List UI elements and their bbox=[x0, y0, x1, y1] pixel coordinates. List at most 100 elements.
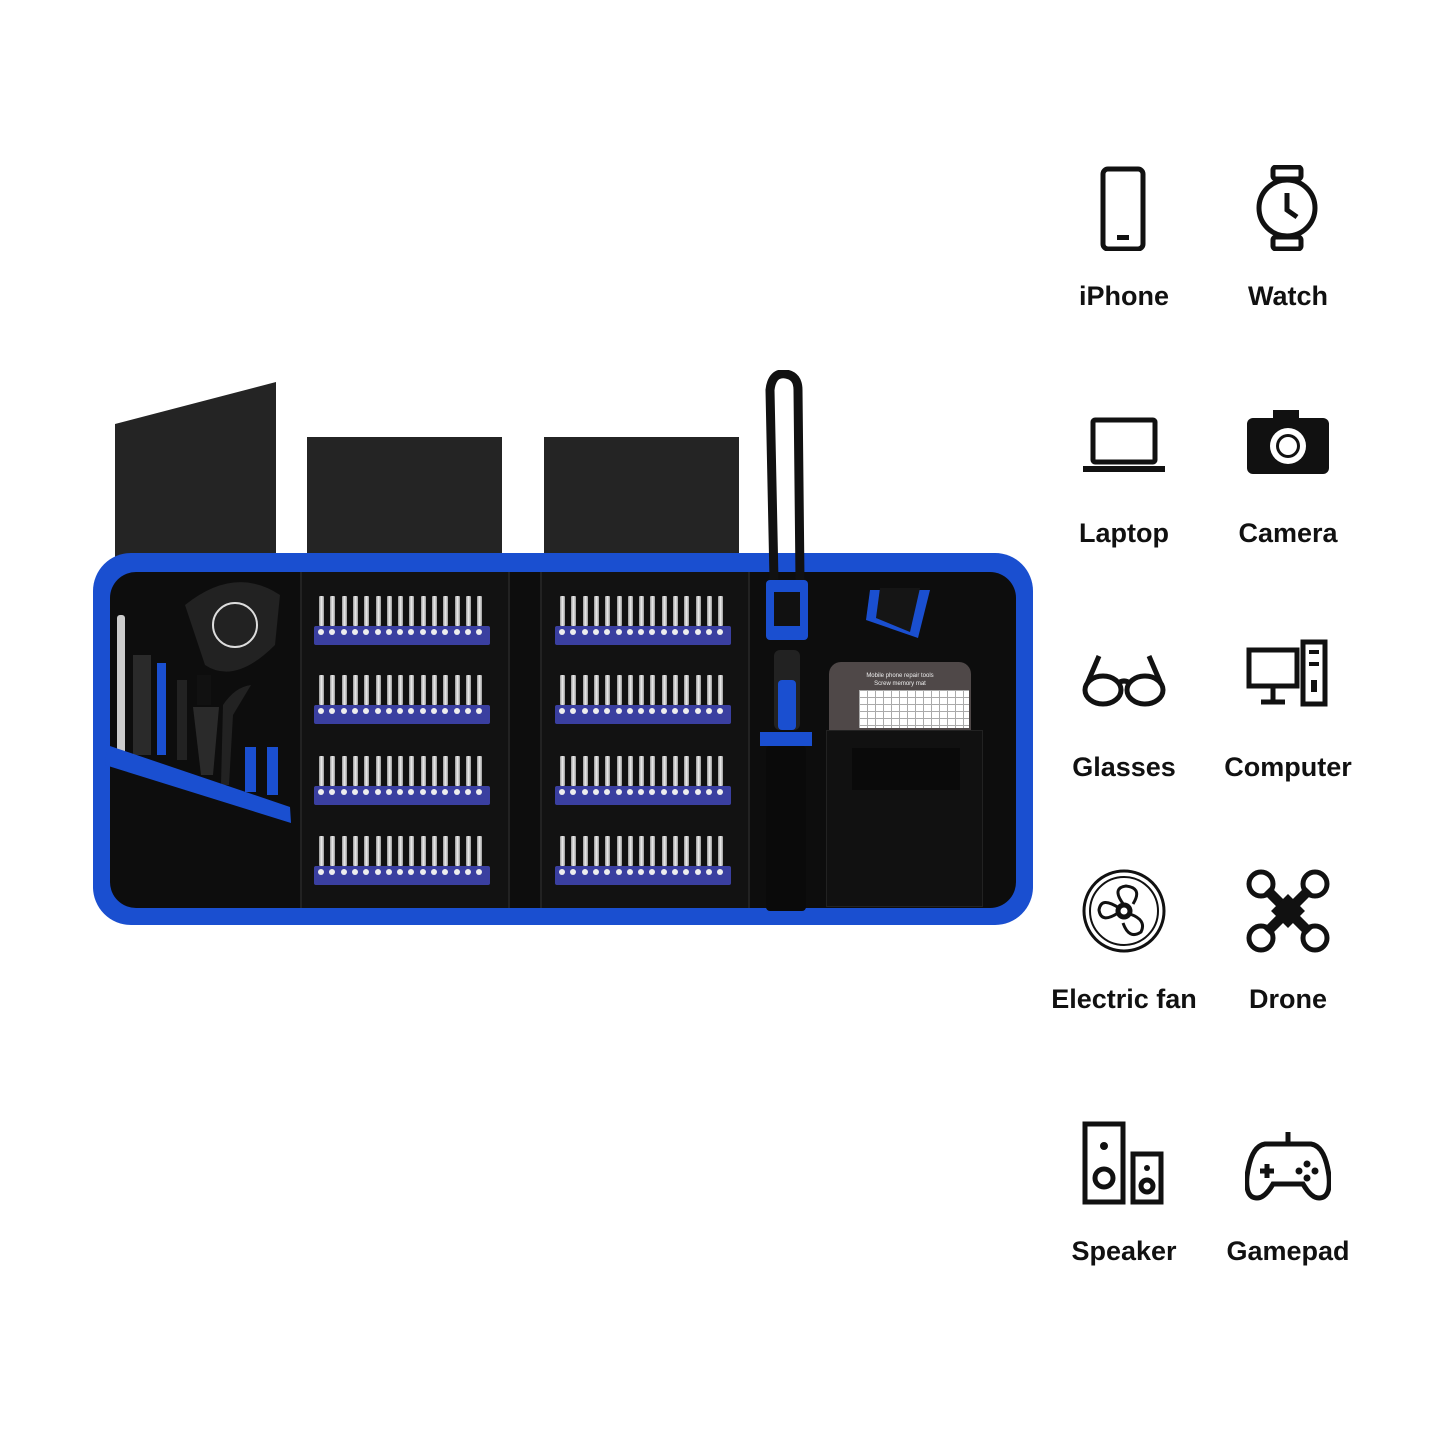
screwdriver-bit[interactable] bbox=[409, 675, 415, 705]
screwdriver-bit[interactable] bbox=[695, 756, 701, 786]
screwdriver-bit[interactable] bbox=[684, 756, 690, 786]
screwdriver-bit[interactable] bbox=[330, 756, 336, 786]
screwdriver-bit[interactable] bbox=[616, 756, 622, 786]
screwdriver-bit[interactable] bbox=[673, 756, 678, 786]
screwdriver-bit[interactable] bbox=[571, 675, 577, 705]
screwdriver-bit[interactable] bbox=[673, 675, 678, 705]
screwdriver-bit[interactable] bbox=[465, 756, 471, 786]
screwdriver-bit[interactable] bbox=[582, 675, 588, 705]
screwdriver-bit[interactable] bbox=[319, 675, 324, 705]
screwdriver-bit[interactable] bbox=[627, 756, 633, 786]
screwdriver-bit[interactable] bbox=[398, 675, 404, 705]
screwdriver-bit[interactable] bbox=[661, 756, 667, 786]
screwdriver-bit[interactable] bbox=[386, 596, 392, 626]
screwdriver-bit[interactable] bbox=[650, 836, 656, 866]
screwdriver-bit[interactable] bbox=[330, 836, 336, 866]
screwdriver-bit[interactable] bbox=[398, 836, 404, 866]
screwdriver-bit[interactable] bbox=[454, 756, 460, 786]
screwdriver-bit[interactable] bbox=[352, 836, 358, 866]
screwdriver-bit[interactable] bbox=[673, 596, 678, 626]
screwdriver-bit[interactable] bbox=[432, 675, 437, 705]
screwdriver-bit[interactable] bbox=[616, 675, 622, 705]
screwdriver-bit[interactable] bbox=[695, 675, 701, 705]
screwdriver-bit[interactable] bbox=[718, 596, 724, 626]
screwdriver-bit[interactable] bbox=[605, 836, 611, 866]
screwdriver-bit[interactable] bbox=[560, 756, 565, 786]
screwdriver-bit[interactable] bbox=[650, 756, 656, 786]
screwdriver-bit[interactable] bbox=[319, 836, 324, 866]
screwdriver-bit[interactable] bbox=[375, 836, 381, 866]
screwdriver-bit[interactable] bbox=[582, 836, 588, 866]
screwdriver-bit[interactable] bbox=[352, 756, 358, 786]
screwdriver-bit[interactable] bbox=[639, 675, 645, 705]
screwdriver-bit[interactable] bbox=[695, 836, 701, 866]
screwdriver-bit[interactable] bbox=[409, 596, 415, 626]
screwdriver-bit[interactable] bbox=[650, 675, 656, 705]
screwdriver-bit[interactable] bbox=[627, 675, 633, 705]
screwdriver-bit[interactable] bbox=[706, 675, 712, 705]
screwdriver-bit[interactable] bbox=[661, 675, 667, 705]
screwdriver-bit[interactable] bbox=[443, 596, 449, 626]
screwdriver-bit[interactable] bbox=[627, 836, 633, 866]
screwdriver-bit[interactable] bbox=[639, 836, 645, 866]
screwdriver-bit[interactable] bbox=[420, 596, 426, 626]
screwdriver-bit[interactable] bbox=[432, 756, 437, 786]
screwdriver-bit[interactable] bbox=[695, 596, 701, 626]
screwdriver-bit[interactable] bbox=[341, 756, 347, 786]
screwdriver-bit[interactable] bbox=[386, 836, 392, 866]
screwdriver-bit[interactable] bbox=[477, 756, 483, 786]
screwdriver-bit[interactable] bbox=[616, 836, 622, 866]
screwdriver-bit[interactable] bbox=[639, 756, 645, 786]
screwdriver-bit[interactable] bbox=[375, 675, 381, 705]
screwdriver-bit[interactable] bbox=[605, 675, 611, 705]
screwdriver-bit[interactable] bbox=[477, 836, 483, 866]
screwdriver-bit[interactable] bbox=[605, 756, 611, 786]
screwdriver-bit[interactable] bbox=[420, 836, 426, 866]
screwdriver-bit[interactable] bbox=[571, 596, 577, 626]
screwdriver-bit[interactable] bbox=[420, 675, 426, 705]
screwdriver-bit[interactable] bbox=[684, 836, 690, 866]
screwdriver-bit[interactable] bbox=[706, 756, 712, 786]
screwdriver-bit[interactable] bbox=[605, 596, 611, 626]
screwdriver-bit[interactable] bbox=[443, 756, 449, 786]
screwdriver-bit[interactable] bbox=[593, 756, 599, 786]
screwdriver-bit[interactable] bbox=[582, 596, 588, 626]
screwdriver-bit[interactable] bbox=[364, 756, 370, 786]
screwdriver-bit[interactable] bbox=[571, 756, 577, 786]
screwdriver-bit[interactable] bbox=[420, 756, 426, 786]
screwdriver-bit[interactable] bbox=[706, 836, 712, 866]
screwdriver-bit[interactable] bbox=[465, 596, 471, 626]
screwdriver-bit[interactable] bbox=[341, 596, 347, 626]
screwdriver-bit[interactable] bbox=[432, 596, 437, 626]
screwdriver-bit[interactable] bbox=[443, 675, 449, 705]
screwdriver-bit[interactable] bbox=[593, 836, 599, 866]
screwdriver-bit[interactable] bbox=[627, 596, 633, 626]
screwdriver-bit[interactable] bbox=[560, 836, 565, 866]
screwdriver-bit[interactable] bbox=[364, 836, 370, 866]
screwdriver-bit[interactable] bbox=[593, 675, 599, 705]
screwdriver-bit[interactable] bbox=[477, 596, 483, 626]
screwdriver-bit[interactable] bbox=[375, 596, 381, 626]
screwdriver-bit[interactable] bbox=[465, 675, 471, 705]
screwdriver-bit[interactable] bbox=[582, 756, 588, 786]
screwdriver-bit[interactable] bbox=[352, 596, 358, 626]
screwdriver-bit[interactable] bbox=[364, 596, 370, 626]
screwdriver-bit[interactable] bbox=[319, 596, 324, 626]
screwdriver-bit[interactable] bbox=[398, 596, 404, 626]
screwdriver-bit[interactable] bbox=[718, 675, 724, 705]
screwdriver-bit[interactable] bbox=[341, 675, 347, 705]
screwdriver-bit[interactable] bbox=[718, 756, 724, 786]
screwdriver-bit[interactable] bbox=[454, 675, 460, 705]
screwdriver-bit[interactable] bbox=[465, 836, 471, 866]
screwdriver-bit[interactable] bbox=[341, 836, 347, 866]
screwdriver-bit[interactable] bbox=[593, 596, 599, 626]
screwdriver-bit[interactable] bbox=[364, 675, 370, 705]
screwdriver-bit[interactable] bbox=[684, 596, 690, 626]
screwdriver-bit[interactable] bbox=[616, 596, 622, 626]
screwdriver-bit[interactable] bbox=[454, 596, 460, 626]
screwdriver-bit[interactable] bbox=[386, 756, 392, 786]
screwdriver-bit[interactable] bbox=[319, 756, 324, 786]
screwdriver-bit[interactable] bbox=[352, 675, 358, 705]
screwdriver-bit[interactable] bbox=[432, 836, 437, 866]
screwdriver-bit[interactable] bbox=[661, 836, 667, 866]
